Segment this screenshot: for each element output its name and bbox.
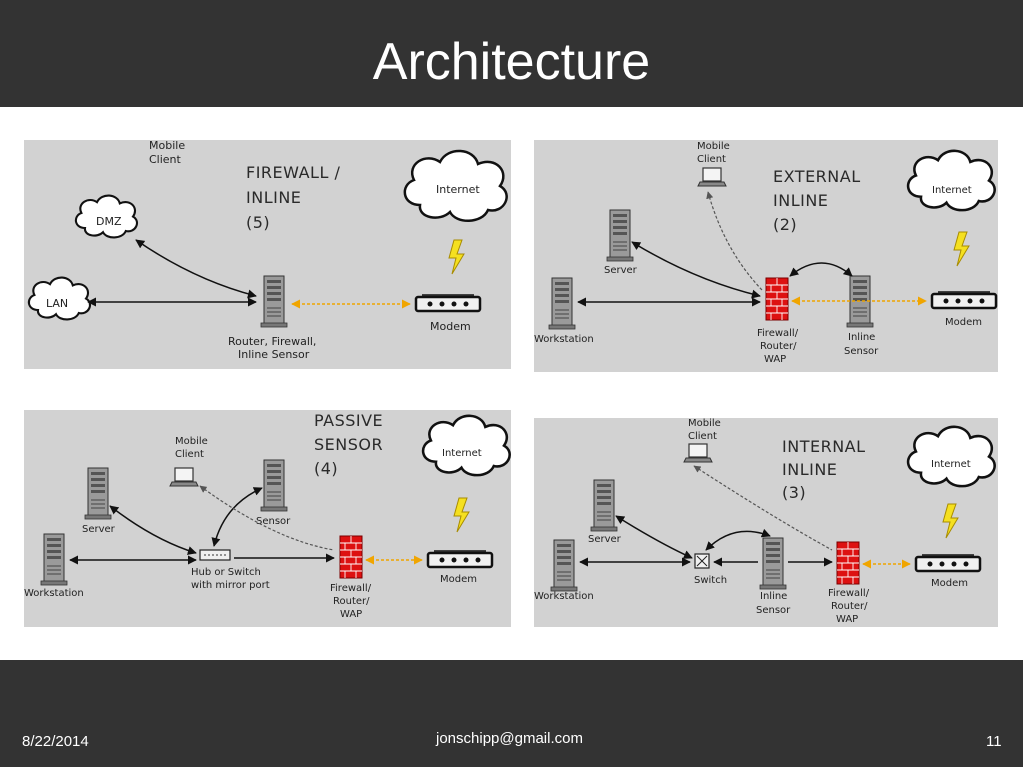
diagram-passive-sensor: PASSIVE SENSOR (4) Mobile Client Interne… xyxy=(24,410,511,627)
workstation-icon xyxy=(548,277,576,330)
firewall-label: Firewall/ Router/ WAP xyxy=(828,588,872,625)
inline-sensor-icon xyxy=(759,537,787,590)
hub-switch-icon xyxy=(199,549,231,561)
lan-label: LAN xyxy=(46,297,68,310)
lightning-bolt-icon xyxy=(448,239,465,275)
slide-title: Architecture xyxy=(372,33,651,91)
lightning-bolt-icon xyxy=(953,231,970,267)
footer-page-number: 11 xyxy=(986,733,1002,750)
internet-label: Internet xyxy=(442,448,482,459)
router-label: Router, Firewall, Inline Sensor xyxy=(228,335,320,361)
modem-icon xyxy=(914,553,982,573)
modem-icon xyxy=(414,293,482,313)
footer-date: 8/22/2014 xyxy=(22,733,89,750)
internet-cloud-icon xyxy=(906,425,996,488)
workstation-label: Workstation xyxy=(24,588,84,599)
inline-sensor-label: Inline Sensor xyxy=(844,332,879,357)
server-icon xyxy=(590,479,618,532)
firewall-icon xyxy=(339,535,363,579)
lightning-bolt-icon xyxy=(942,503,959,539)
firewall-label: Firewall/ Router/ WAP xyxy=(757,328,801,365)
internet-cloud-icon xyxy=(421,414,511,477)
mobile-client-label: Mobile Client xyxy=(175,436,211,460)
internet-cloud-icon: Internet xyxy=(403,149,508,223)
mobile-client-label: Mobile Client xyxy=(149,140,189,166)
sensor-label: Sensor xyxy=(256,516,291,527)
internet-label: Internet xyxy=(931,459,971,470)
modem-icon xyxy=(930,290,998,310)
server-icon xyxy=(84,467,112,520)
firewall-label: Firewall/ Router/ WAP xyxy=(330,583,374,620)
laptop-icon xyxy=(683,443,713,463)
modem-label: Modem xyxy=(945,317,982,328)
lightning-bolt-icon xyxy=(453,497,470,533)
hub-label: Hub or Switch with mirror port xyxy=(191,567,270,591)
internet-label: Internet xyxy=(932,185,972,196)
footer-bar xyxy=(0,660,1023,767)
workstation-icon xyxy=(40,533,68,586)
workstation-icon xyxy=(550,539,578,592)
switch-icon xyxy=(694,553,710,569)
modem-label: Modem xyxy=(440,574,477,585)
internet-cloud-icon xyxy=(906,149,996,212)
laptop-icon xyxy=(697,167,727,187)
sensor-icon xyxy=(260,459,288,512)
workstation-label: Workstation xyxy=(534,591,594,602)
firewall-icon xyxy=(765,277,789,321)
workstation-label: Workstation xyxy=(534,334,594,345)
diagram-heading: EXTERNAL INLINE (2) xyxy=(773,167,866,234)
laptop-icon xyxy=(169,467,199,487)
mobile-client-label: Mobile Client xyxy=(688,418,724,442)
title-bar xyxy=(0,0,1023,107)
dmz-label: DMZ xyxy=(96,215,122,228)
diagram-heading: FIREWALL / INLINE (5) xyxy=(246,163,346,232)
mobile-client-label: Mobile Client xyxy=(697,141,733,165)
server-label: Server xyxy=(82,524,116,535)
diagram-heading: INTERNAL INLINE (3) xyxy=(782,437,871,502)
server-label: Server xyxy=(588,534,622,545)
svg-text:Internet: Internet xyxy=(436,183,480,196)
diagram-heading: PASSIVE SENSOR (4) xyxy=(314,411,389,478)
modem-label: Modem xyxy=(430,320,471,333)
diagram-internal-inline: Mobile Client INTERNAL INLINE (3) Intern… xyxy=(534,418,998,627)
firewall-icon xyxy=(836,541,860,585)
diagram-firewall-inline: Mobile Client FIREWALL / INLINE (5) Inte… xyxy=(24,140,511,369)
server-label: Server xyxy=(604,265,638,276)
modem-icon xyxy=(426,549,494,569)
router-server-icon xyxy=(260,275,288,328)
modem-label: Modem xyxy=(931,578,968,589)
switch-label: Switch xyxy=(694,575,727,586)
server-icon xyxy=(606,209,634,262)
inline-sensor-label: Inline Sensor xyxy=(756,591,791,616)
diagram-external-inline: Mobile Client EXTERNAL INLINE (2) Intern… xyxy=(534,140,998,372)
footer-email: jonschipp@gmail.com xyxy=(436,730,583,747)
